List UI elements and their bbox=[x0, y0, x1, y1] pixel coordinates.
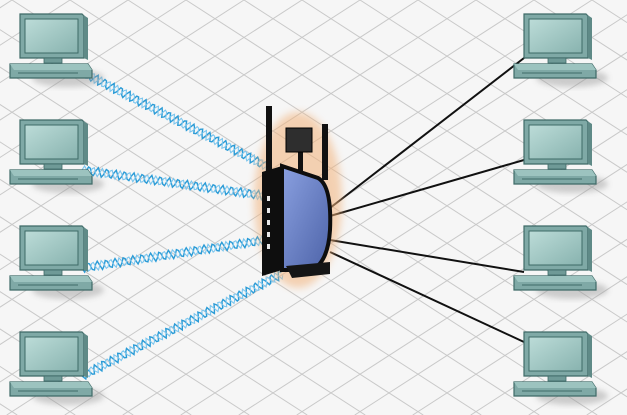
wireless-link-1-strand bbox=[81, 67, 272, 171]
router-antenna-center bbox=[298, 132, 303, 178]
wireless-link-3 bbox=[81, 235, 267, 274]
wireless-router-icon bbox=[254, 106, 342, 288]
pc-right-2-computer bbox=[513, 119, 608, 193]
pc-right-3-computer bbox=[513, 225, 608, 299]
router-leds bbox=[267, 196, 270, 249]
wireless-link-3-strand bbox=[81, 235, 268, 272]
wired-link-3 bbox=[329, 239, 525, 273]
wireless-link-4 bbox=[81, 269, 282, 381]
pc-left-2-computer bbox=[9, 119, 104, 193]
wireless-link-2-strand bbox=[81, 164, 267, 201]
router-front-panel bbox=[280, 163, 333, 272]
wired-link-2 bbox=[329, 159, 525, 217]
router-top-bracket bbox=[285, 127, 313, 153]
pc-left-1-computer bbox=[9, 13, 104, 87]
router-antenna-right bbox=[322, 124, 328, 180]
router-antenna-left bbox=[266, 106, 272, 176]
pc-right-4-computer bbox=[513, 331, 608, 405]
wireless-link-1 bbox=[81, 70, 270, 173]
wired-link-1 bbox=[329, 57, 525, 209]
wireless-link-2 bbox=[81, 165, 268, 201]
pc-right-1-computer bbox=[513, 13, 608, 87]
pc-left-3-computer bbox=[9, 225, 104, 299]
router-side bbox=[262, 166, 282, 276]
wired-link-4 bbox=[329, 251, 525, 343]
links bbox=[81, 57, 525, 381]
wireless-link-4-strand bbox=[81, 271, 284, 378]
router-base bbox=[286, 262, 330, 278]
pc-left-4-computer bbox=[9, 331, 104, 405]
